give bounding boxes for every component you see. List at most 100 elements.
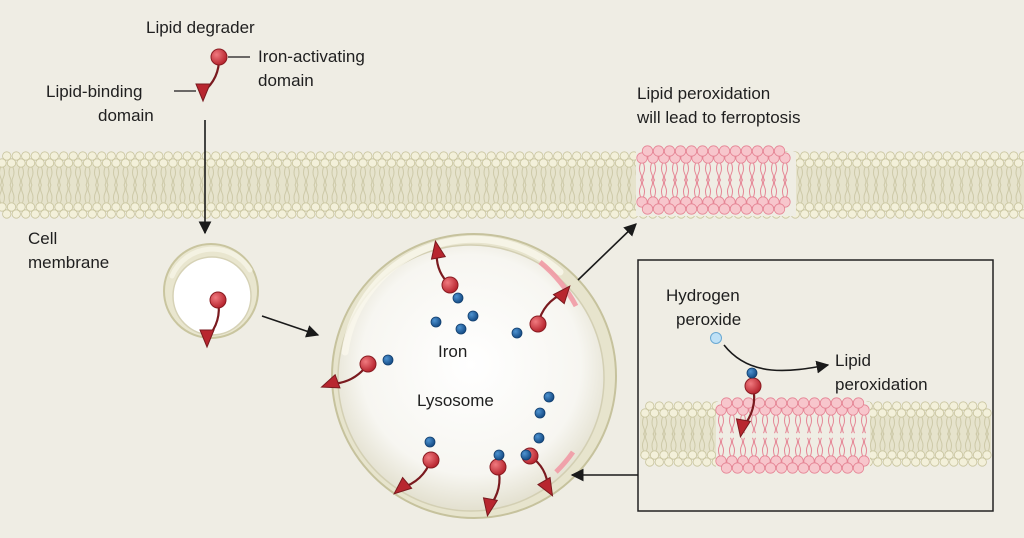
lipid-head	[808, 462, 821, 474]
lipid-head	[538, 158, 549, 168]
lipid-head	[841, 397, 854, 409]
lipid-head	[885, 209, 895, 219]
lipid-head	[424, 158, 435, 168]
lipid-head	[415, 202, 425, 212]
lipid-head	[258, 151, 268, 161]
lipid-head	[30, 209, 40, 219]
lipid-head	[586, 158, 596, 168]
lipid-head	[659, 408, 669, 418]
lipid-head	[135, 151, 145, 161]
lipid-head	[892, 457, 902, 467]
lipid-head	[890, 202, 900, 212]
lipid-head	[980, 151, 990, 161]
lipid-head	[890, 158, 900, 168]
lipid-head	[857, 151, 867, 161]
lipid-head	[239, 151, 249, 161]
cell-membrane	[0, 151, 1024, 219]
lipid-head	[168, 202, 178, 212]
lipid-head	[68, 209, 78, 219]
lipid-head	[130, 158, 140, 168]
lipid-head	[329, 158, 340, 168]
lipid-head	[920, 457, 930, 467]
lipid-head	[510, 158, 520, 168]
lipid-head	[515, 209, 525, 219]
lipid-head	[534, 151, 544, 161]
lipid-head	[797, 397, 810, 409]
lipid-head	[842, 202, 853, 212]
lipid-head	[605, 202, 615, 212]
lipid-head	[396, 202, 406, 212]
lipid-head	[40, 151, 50, 161]
lipid-head	[372, 151, 382, 161]
lipid-head	[339, 202, 349, 212]
lipid-head	[201, 209, 211, 219]
iron-ion-icon	[543, 391, 555, 403]
lipid-head	[101, 202, 112, 212]
lipid-head	[424, 202, 435, 212]
lipid-head	[576, 202, 587, 212]
lipid-head	[557, 158, 568, 168]
lipid-head	[581, 209, 591, 219]
lipid-head	[880, 202, 891, 212]
lipid-head	[930, 457, 940, 467]
lipid-head	[619, 151, 629, 161]
lipid-head	[731, 462, 744, 474]
iron-ion-icon	[430, 316, 442, 328]
lipid-head	[953, 450, 964, 460]
lipid-head	[377, 202, 387, 212]
label-lipid-binding: Lipid-binding	[46, 82, 142, 101]
lipid-head	[391, 151, 401, 161]
lipid-head	[909, 202, 919, 212]
lipid-head	[458, 151, 468, 161]
lipid-head	[971, 151, 981, 161]
peroxidized-membrane-patch	[636, 145, 796, 216]
lipid-head	[78, 209, 88, 219]
lipid-head	[692, 401, 702, 411]
lipid-head	[500, 158, 511, 168]
label-lipid-peroxidation-top-2: will lead to ferroptosis	[636, 108, 800, 127]
lipid-head	[377, 158, 387, 168]
lipid-degrader-icon	[199, 291, 227, 349]
lipid-head	[975, 202, 986, 212]
lipid-head	[841, 462, 854, 474]
lipid-head	[557, 202, 568, 212]
lipid-head	[685, 203, 698, 215]
lipid-head	[11, 209, 21, 219]
lipid-head	[963, 450, 973, 460]
lipid-head	[78, 151, 88, 161]
lipid-head	[1009, 151, 1019, 161]
lipid-head	[809, 151, 819, 161]
lipid-head	[505, 209, 515, 219]
lipid-head	[310, 202, 321, 212]
lipid-head	[268, 151, 278, 161]
lipid-head	[915, 408, 926, 418]
lipid-head	[971, 209, 981, 219]
lipid-head	[972, 450, 983, 460]
lipid-head	[786, 397, 799, 409]
lipid-head	[462, 158, 473, 168]
lipid-head	[944, 408, 954, 418]
lipid-head	[59, 209, 69, 219]
molecules	[195, 48, 762, 518]
lipid-head	[707, 203, 720, 215]
lipid-head	[363, 151, 373, 161]
lipid-head	[729, 203, 742, 215]
lipid-head	[477, 209, 487, 219]
lipid-head	[211, 209, 221, 219]
lipid-head	[401, 151, 411, 161]
lipid-head	[958, 457, 968, 467]
lipid-head	[610, 209, 620, 219]
lipid-head	[277, 209, 287, 219]
lipid-head	[786, 462, 799, 474]
lipid-head	[249, 151, 259, 161]
lipid-head	[1013, 158, 1024, 168]
lipid-head	[467, 151, 477, 161]
lipid-head	[358, 202, 368, 212]
lipid-head	[73, 202, 83, 212]
lysosome-peroxidized-arc-bottom	[554, 450, 576, 474]
lipid-head	[673, 401, 683, 411]
lipid-head	[961, 209, 971, 219]
lipid-head	[928, 158, 938, 168]
lipid-head	[291, 202, 302, 212]
